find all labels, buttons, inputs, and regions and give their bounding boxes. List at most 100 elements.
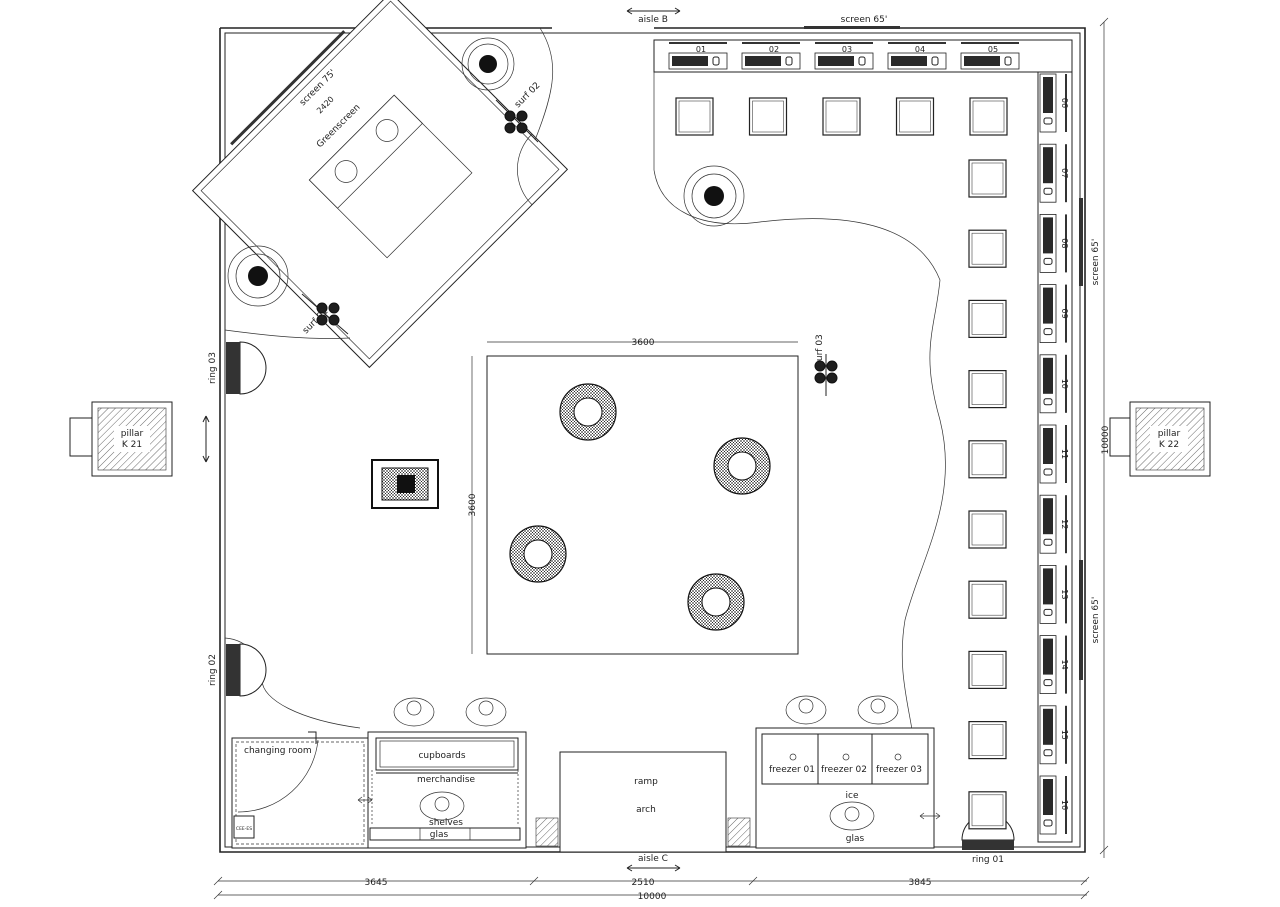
bottom-dimensions: 3645 2510 3845 10000 [213,876,1090,902]
plant-left [227,245,289,307]
tyre-3 [509,525,567,583]
station-right-08: 08 [1039,213,1069,273]
screen-right-upper-label: screen 65' [1091,239,1101,286]
dim-3600-h-label: 3600 [632,338,655,348]
ramp-label: ramp [634,777,658,787]
table-right [968,229,1007,268]
pillar-k22: pillar K 22 [1109,401,1211,477]
station-top-label: 03 [842,45,852,54]
tables-right-column [968,159,1007,830]
pillar-k22-label-2: K 22 [1159,440,1179,450]
station-top-label: 05 [988,45,998,54]
surf-03-label: surf 03 [815,334,825,366]
station-right-label: 11 [1060,449,1069,459]
changing-room-label: changing room [244,746,312,756]
table-top [748,97,788,136]
central-area: 3600 3600 [468,338,799,655]
station-right-09: 09 [1039,284,1069,344]
table-right [968,159,1007,198]
station-top-label: 04 [915,45,925,54]
ring-01-label: ring 01 [972,855,1004,865]
station-top-02: 02 [741,42,801,70]
surf-01 [301,293,349,335]
aisle-c-label: aisle C [638,854,668,864]
cupboards-label: cupboards [418,751,465,761]
tyre-2 [713,437,771,495]
ring-02-label: ring 02 [208,654,218,686]
station-right-12: 12 [1039,494,1069,554]
changing-room: changing room CEE-ES [231,731,369,849]
station-top-label: 01 [696,45,706,54]
station-counter-right: 06 07 08 09 10 11 12 13 14 15 16 [1037,71,1073,843]
table-top [822,97,861,136]
ramp-arch: ramp arch [535,751,751,853]
station-right-label: 13 [1060,589,1069,599]
pillar-k22-label-1: pillar [1158,429,1181,439]
station-right-label: 06 [1060,98,1069,108]
greenscreen-room [191,0,569,369]
dim-3645-label: 3645 [365,878,388,888]
surf-02 [495,99,539,143]
screen-top-label: screen 65' [841,15,888,25]
table-right [968,370,1007,409]
merchandise-label: merchandise [417,775,476,785]
table-right [968,580,1007,619]
station-right-label: 08 [1060,238,1069,248]
screen-right-lower-label: screen 65' [1091,597,1101,644]
pillar-k21: pillar K 21 [69,401,173,477]
freezer-03-label: freezer 03 [876,765,922,775]
shelves-label: shelves [429,818,463,828]
station-top-04: 04 [887,42,947,70]
freezer-area: freezer 01 freezer 02 freezer 03 ice gla… [755,727,941,849]
dim-10000-vertical: 10000 [1099,17,1111,858]
aisle-c-marker: aisle C [626,854,681,872]
station-right-16: 16 [1039,775,1069,835]
station-right-label: 12 [1060,519,1069,529]
arch-label: arch [636,805,656,815]
station-right-10: 10 [1039,354,1069,414]
ring-03-label: ring 03 [208,352,218,384]
screen-top: screen 65' [804,15,900,29]
table-right [968,720,1007,760]
tables-top-row [675,97,1008,136]
station-top-label: 02 [769,45,779,54]
dim-10000-v-label: 10000 [1101,425,1111,454]
ring-02: ring 02 [208,643,267,697]
table-right [968,299,1007,338]
screen-right-upper: screen 65' [1079,198,1101,286]
table-top [895,97,935,136]
station-right-07: 07 [1039,143,1069,203]
table-right [968,440,1007,479]
station-right-label: 15 [1060,730,1069,740]
chairs-right [785,695,899,831]
aisle-b-label: aisle B [638,15,668,25]
plant-middle [683,165,745,227]
surf-03 [814,354,838,396]
station-right-15: 15 [1039,705,1069,765]
fireplace [371,459,439,509]
station-top-01: 01 [668,42,728,70]
station-right-14: 14 [1039,635,1069,694]
merchandise-area: cupboards merchandise shelves glas [357,731,527,849]
station-right-label: 07 [1060,168,1069,178]
plant-top [461,37,515,91]
glas-left-label: glas [430,830,449,840]
screen-right-lower: screen 65' [1079,560,1101,680]
pillar-k21-label-1: pillar [121,429,144,439]
table-right [968,510,1007,549]
table-top [675,97,714,136]
ice-label: ice [846,791,859,801]
station-right-label: 16 [1060,800,1069,810]
pillar-k21-label-2: K 21 [122,440,142,450]
station-top-05: 05 [960,42,1020,70]
station-right-13: 13 [1039,565,1069,624]
table-right [968,791,1007,830]
glas-right-label: glas [846,834,865,844]
dim-3845-label: 3845 [909,878,932,888]
station-counter-top: 01 02 03 04 05 [653,39,1073,73]
ring-03: ring 03 [208,341,267,395]
aisle-b-marker: aisle B [626,7,681,25]
tyre-4 [687,573,745,631]
left-entry-arrow [202,415,210,463]
